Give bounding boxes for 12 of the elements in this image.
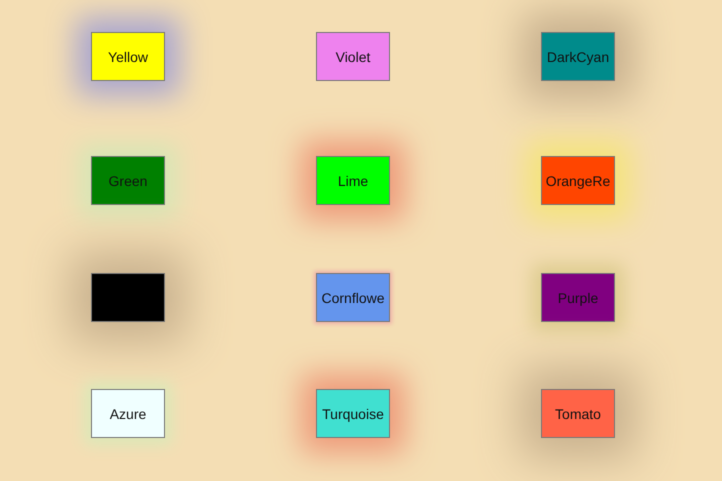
color-swatch: Purple	[541, 273, 615, 322]
color-swatch: DarkCyan	[541, 32, 615, 81]
color-swatch: Turquoise	[316, 389, 390, 438]
color-swatch: OrangeRe	[541, 156, 615, 205]
color-swatch: Violet	[316, 32, 390, 81]
color-swatch: Yellow	[91, 32, 165, 81]
color-swatch: Tomato	[541, 389, 615, 438]
color-swatch	[91, 273, 165, 322]
color-swatch: Cornflowe	[316, 273, 390, 322]
color-swatch: Green	[91, 156, 165, 205]
color-swatch: Azure	[91, 389, 165, 438]
color-swatch: Lime	[316, 156, 390, 205]
